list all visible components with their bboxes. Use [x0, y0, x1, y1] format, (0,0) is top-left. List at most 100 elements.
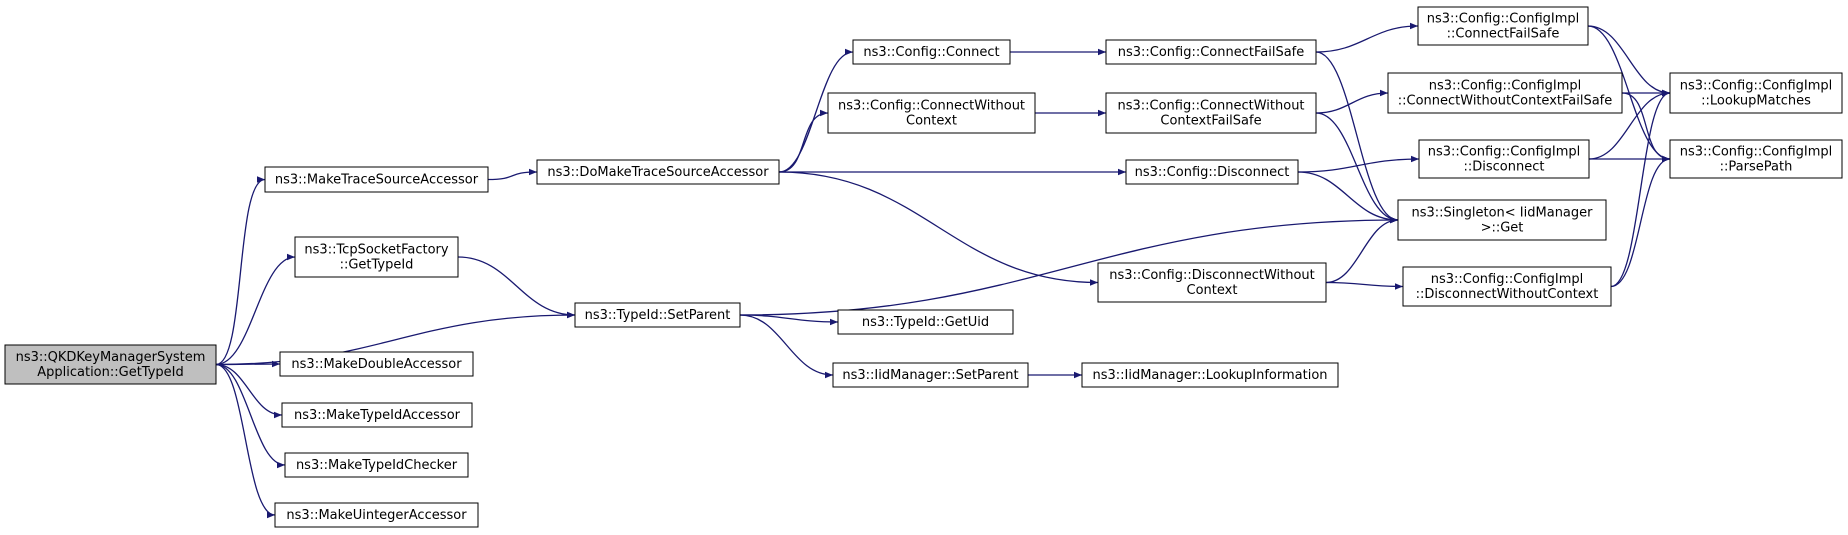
node-label: ContextFailSafe [1160, 114, 1261, 129]
node-box [536, 159, 780, 185]
node-label: ns3::MakeTraceSourceAccessor [275, 173, 479, 188]
edge-ccfs-to-cicfs [1315, 22, 1419, 53]
node-cdwc[interactable]: ns3::Config::DisconnectWithoutContext [1097, 262, 1327, 303]
edge-ccfs-to-sg [1315, 51, 1399, 224]
node-label: Application::GetTypeId [37, 365, 184, 380]
edge-cd-to-sg [1297, 171, 1399, 224]
node-box [1417, 6, 1589, 46]
node-box [264, 166, 489, 193]
node-cidwc[interactable]: ns3::Config::ConfigImpl::DisconnectWitho… [1402, 266, 1612, 307]
edge-tsp-to-gu [739, 314, 839, 326]
edge-dmtsa-to-cc [778, 48, 854, 173]
node-label: ns3::Config::ConnectWithout [838, 99, 1025, 114]
node-label: ns3::Config::DisconnectWithout [1109, 268, 1315, 283]
node-label: ::LookupMatches [1701, 94, 1811, 109]
edge-root-to-mda [215, 360, 281, 368]
node-cid[interactable]: ns3::Config::ConfigImpl::Disconnect [1418, 139, 1590, 179]
node-label: ns3::Config::ConfigImpl [1431, 272, 1584, 287]
node-label: ns3::TcpSocketFactory [304, 243, 448, 258]
edge-ccwcfs-to-sg [1315, 112, 1399, 224]
node-label: ::ConnectFailSafe [1447, 27, 1560, 42]
node-label: >::Get [1481, 221, 1524, 236]
node-label: ns3::Config::Disconnect [1135, 165, 1290, 180]
node-box [837, 309, 1014, 335]
node-box [279, 351, 474, 377]
node-mtia[interactable]: ns3::MakeTypeIdAccessor [281, 402, 473, 428]
node-box [1097, 262, 1327, 303]
node-ccwcfs[interactable]: ns3::Config::ConnectWithoutContextFailSa… [1105, 92, 1317, 134]
edge-tcpsf-to-tsp [457, 256, 576, 319]
node-box [1418, 139, 1590, 179]
node-label: ns3::Config::ConfigImpl [1429, 79, 1582, 94]
edge-cicfs-to-cilm [1587, 25, 1671, 97]
edge-cdwc-to-sg [1325, 216, 1399, 284]
node-box [1387, 72, 1623, 114]
node-label: ns3::Config::ConnectFailSafe [1118, 45, 1305, 60]
edge-cidwc-to-cipp [1610, 155, 1671, 288]
node-box [827, 92, 1036, 134]
node-label: ns3::DoMakeTraceSourceAccessor [547, 165, 769, 180]
edge-cdwc-to-cidwc [1325, 281, 1404, 290]
node-label: ::ParsePath [1720, 160, 1793, 175]
node-label: ::GetTypeId [340, 258, 414, 273]
node-dmtsa[interactable]: ns3::DoMakeTraceSourceAccessor [536, 159, 780, 185]
node-label: ns3::IidManager::SetParent [842, 368, 1018, 383]
edge-cid-to-cilm [1588, 89, 1671, 160]
node-cicfs[interactable]: ns3::Config::ConfigImpl::ConnectFailSafe [1417, 6, 1589, 46]
node-ccfs[interactable]: ns3::Config::ConnectFailSafe [1105, 39, 1317, 65]
node-label: ns3::Config::ConfigImpl [1680, 79, 1833, 94]
node-box [284, 452, 469, 478]
node-ccwc[interactable]: ns3::Config::ConnectWithoutContext [827, 92, 1036, 134]
node-box [4, 344, 217, 385]
node-label: ::ConnectWithoutContextFailSafe [1398, 94, 1613, 109]
edge-ccwcfs-to-ciccw [1315, 89, 1389, 114]
node-box [574, 302, 741, 328]
node-cc[interactable]: ns3::Config::Connect [852, 39, 1011, 65]
node-cd[interactable]: ns3::Config::Disconnect [1125, 159, 1299, 185]
node-imsp[interactable]: ns3::IidManager::SetParent [832, 362, 1029, 388]
node-box [294, 236, 459, 278]
node-mua[interactable]: ns3::MakeUintegerAccessor [274, 502, 479, 528]
node-imli[interactable]: ns3::IidManager::LookupInformation [1081, 362, 1339, 388]
node-label: ns3::TypeId::SetParent [585, 308, 731, 323]
node-root[interactable]: ns3::QKDKeyManagerSystemApplication::Get… [4, 344, 217, 385]
node-label: ns3::Config::ConnectWithout [1117, 99, 1304, 114]
node-mtsa[interactable]: ns3::MakeTraceSourceAccessor [264, 166, 489, 193]
node-label: Context [1187, 283, 1238, 298]
node-sg[interactable]: ns3::Singleton< IidManager>::Get [1397, 199, 1607, 241]
node-mtic[interactable]: ns3::MakeTypeIdChecker [284, 452, 469, 478]
edge-root-to-mua [215, 363, 276, 519]
node-label: ::DisconnectWithoutContext [1416, 287, 1599, 302]
edge-dmtsa-to-cdwc [778, 171, 1099, 286]
node-box [1397, 199, 1607, 241]
nodes-layer: ns3::QKDKeyManagerSystemApplication::Get… [4, 6, 1843, 528]
node-label: ::Disconnect [1464, 160, 1545, 175]
node-label: ns3::IidManager::LookupInformation [1092, 368, 1327, 383]
edge-root-to-mtsa [215, 176, 266, 366]
node-box [1125, 159, 1299, 185]
edge-ciccw-to-cipp [1621, 92, 1671, 163]
node-label: ns3::Config::Connect [863, 45, 999, 60]
node-cilm[interactable]: ns3::Config::ConfigImpl::LookupMatches [1669, 72, 1843, 114]
node-label: ns3::MakeTypeIdChecker [296, 458, 458, 473]
node-box [1105, 39, 1317, 65]
node-tsp[interactable]: ns3::TypeId::SetParent [574, 302, 741, 328]
edge-root-to-mtia [215, 363, 283, 419]
node-label: ns3::Config::ConfigImpl [1427, 12, 1580, 27]
edge-cidwc-to-cilm [1610, 89, 1671, 288]
edge-root-to-tcpsf [215, 253, 296, 366]
node-ciccw[interactable]: ns3::Config::ConfigImpl::ConnectWithoutC… [1387, 72, 1623, 114]
node-label: ns3::MakeDoubleAccessor [291, 357, 462, 372]
node-label: Context [906, 114, 957, 129]
node-box [274, 502, 479, 528]
node-mda[interactable]: ns3::MakeDoubleAccessor [279, 351, 474, 377]
node-gu[interactable]: ns3::TypeId::GetUid [837, 309, 1014, 335]
node-box [281, 402, 473, 428]
node-cipp[interactable]: ns3::Config::ConfigImpl::ParsePath [1669, 139, 1843, 179]
node-tcpsf[interactable]: ns3::TcpSocketFactory::GetTypeId [294, 236, 459, 278]
node-label: ns3::TypeId::GetUid [862, 315, 989, 330]
node-box [1105, 92, 1317, 134]
node-label: ns3::Singleton< IidManager [1411, 206, 1593, 221]
node-box [1402, 266, 1612, 307]
